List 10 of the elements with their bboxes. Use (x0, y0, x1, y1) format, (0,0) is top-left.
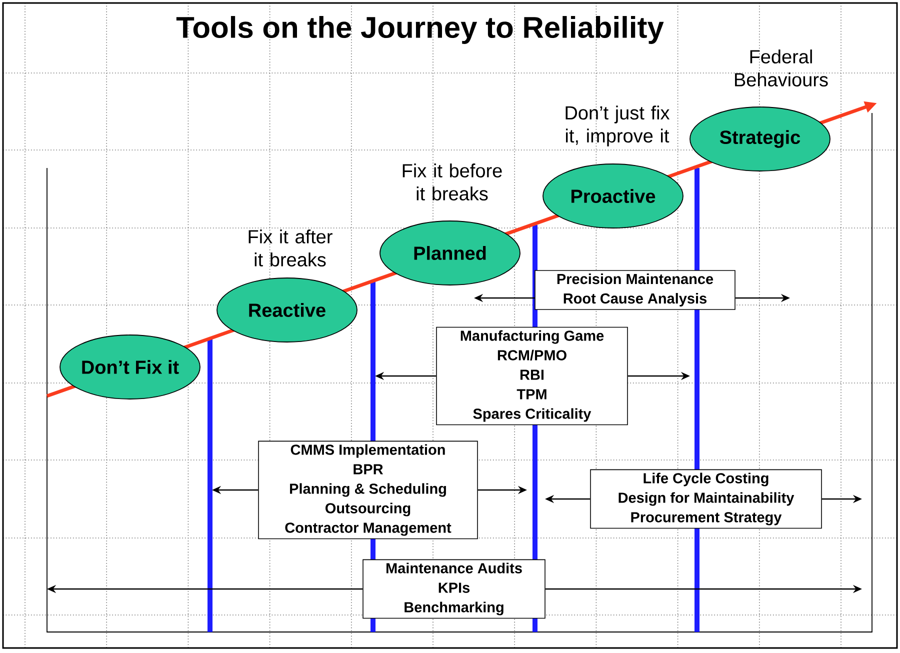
stage-note: Federal Behaviours (735, 50, 828, 86)
stage-note: Don’t just fix it, improve it (566, 106, 670, 146)
tool-box: CMMS Implementation BPR Planning & Scheduling Outsourcing Contractor Management (258, 440, 478, 540)
title: Tools on the Journey to Reliability (176, 16, 664, 44)
tool-box: Life Cycle Costing Design for Maintainability Procurement Strategy (590, 469, 822, 529)
stage-note: Fix it after it breaks (248, 230, 332, 266)
tool-box: Maintenance Audits KPIs Benchmarking (362, 559, 546, 619)
tool-box: Precision Maintenance Root Cause Analysis (534, 270, 736, 310)
tool-box: Manufacturing Game RCM/PMO RBI TPM Spares Criticality (436, 326, 628, 426)
stage-note: Fix it before it breaks (402, 164, 502, 200)
